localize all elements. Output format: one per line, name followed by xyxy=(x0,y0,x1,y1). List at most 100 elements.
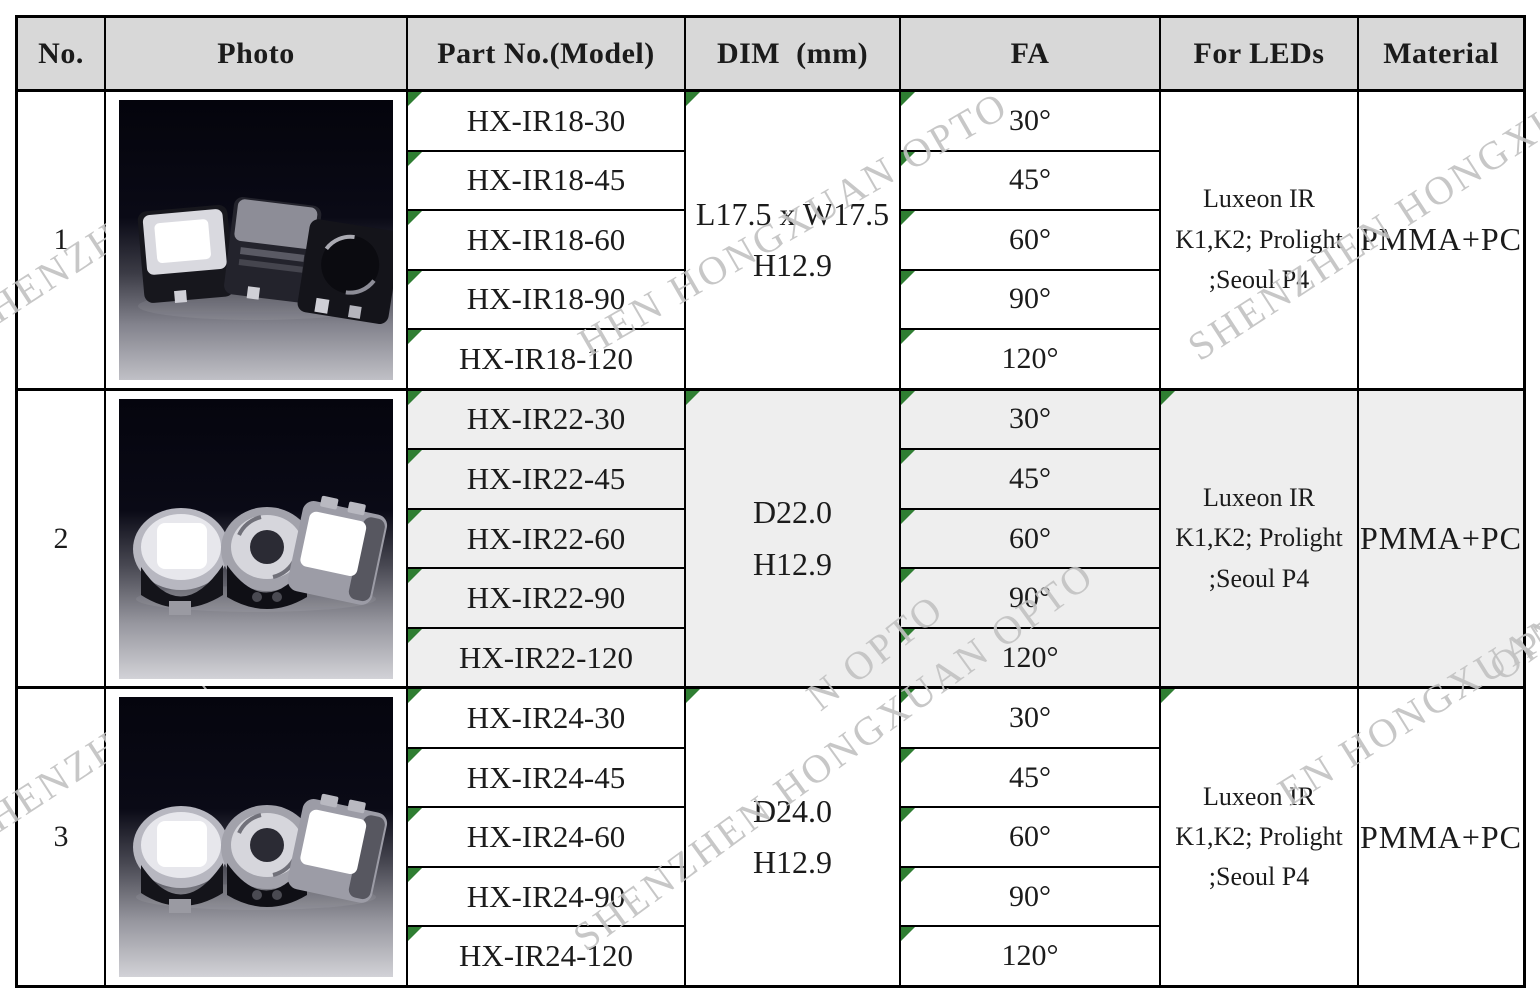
photo-cell xyxy=(106,689,406,985)
part-no-cell: HX-IR24-45 xyxy=(408,748,684,807)
fa-angle-cell: 120° xyxy=(901,628,1159,687)
leds-line: K1,K2; Prolight xyxy=(1175,224,1343,254)
part-no: HX-IR18-30 xyxy=(466,102,626,138)
part-no-cell: HX-IR18-120 xyxy=(408,330,684,388)
leds-line: ;Seoul P4 xyxy=(1208,264,1310,294)
fa-angle: 45° xyxy=(1009,760,1051,794)
part-no-cell: HX-IR18-90 xyxy=(408,270,684,329)
part-no: HX-IR22-45 xyxy=(466,460,626,496)
cell-corner-marker xyxy=(901,748,915,763)
fa-angle-cell: 120° xyxy=(901,330,1159,388)
cell-corner-marker xyxy=(408,509,422,524)
part-no-cell: HX-IR22-90 xyxy=(408,569,684,627)
dim-line: D22.0 xyxy=(752,494,833,531)
cell-corner-marker xyxy=(1161,689,1175,704)
dimensions-cell: D24.0 H12.9 xyxy=(686,689,899,985)
dim-line: H12.9 xyxy=(752,246,833,283)
table-header-row: No. Photo Part No.(Model) DIM (mm) FA Fo… xyxy=(18,18,1523,89)
fa-angle: 90° xyxy=(1009,581,1051,615)
fa-angle-cell: 45° xyxy=(901,748,1159,807)
header-no: No. xyxy=(18,18,104,89)
cell-corner-marker xyxy=(408,867,422,882)
fa-angle-cell: 30° xyxy=(901,689,1159,747)
cell-corner-marker xyxy=(901,390,915,405)
cell-corner-marker xyxy=(901,689,915,704)
cell-corner-marker xyxy=(408,390,422,405)
leds-line: Luxeon IR xyxy=(1203,781,1315,811)
cell-corner-marker xyxy=(901,330,915,345)
fa-angle-cell: 60° xyxy=(901,509,1159,568)
fa-angle: 60° xyxy=(1009,820,1051,854)
part-no: HX-IR22-90 xyxy=(466,580,626,616)
fa-angle-cell: 90° xyxy=(901,867,1159,926)
fa-angle: 120° xyxy=(1001,939,1059,973)
row-number: 2 xyxy=(18,390,104,687)
cell-corner-marker xyxy=(901,450,915,465)
fa-angle-cell: 45° xyxy=(901,450,1159,508)
fa-angle: 30° xyxy=(1009,701,1051,735)
cell-corner-marker xyxy=(408,92,422,106)
part-no: HX-IR18-90 xyxy=(466,281,626,317)
fa-angle: 30° xyxy=(1009,402,1051,436)
fa-angle-cell: 30° xyxy=(901,390,1159,449)
leds-line: ;Seoul P4 xyxy=(1208,862,1310,892)
row-number: 1 xyxy=(18,92,104,388)
leds-line: ;Seoul P4 xyxy=(1208,563,1310,593)
dimensions-cell: D22.0 H12.9 xyxy=(686,390,899,687)
fa-angle: 30° xyxy=(1009,103,1051,137)
fa-angle-cell: 60° xyxy=(901,808,1159,866)
cell-corner-marker xyxy=(408,689,422,704)
product-photo-round-lenses xyxy=(119,697,393,978)
fa-angle-cell: 90° xyxy=(901,270,1159,329)
cell-corner-marker xyxy=(901,628,915,643)
fa-angle: 120° xyxy=(1001,640,1059,674)
part-no: HX-IR24-45 xyxy=(466,759,626,795)
product-photo-square-lenses xyxy=(119,99,393,380)
part-no-cell: HX-IR24-90 xyxy=(408,867,684,926)
fa-angle-cell: 120° xyxy=(901,927,1159,985)
part-no-cell: HX-IR22-60 xyxy=(408,509,684,568)
fa-angle-cell: 30° xyxy=(901,92,1159,150)
part-no-cell: HX-IR22-45 xyxy=(408,450,684,508)
cell-corner-marker xyxy=(1161,390,1175,405)
part-no-cell: HX-IR18-45 xyxy=(408,151,684,210)
material-cell: PMMA+PC xyxy=(1359,92,1523,388)
part-no: HX-IR18-45 xyxy=(466,162,626,198)
cell-corner-marker xyxy=(901,92,915,106)
fa-angle: 45° xyxy=(1009,461,1051,495)
row-number: 3 xyxy=(18,689,104,985)
cell-corner-marker xyxy=(408,569,422,584)
part-no: HX-IR18-120 xyxy=(459,340,633,376)
cell-corner-marker xyxy=(901,509,915,524)
material: PMMA+PC xyxy=(1360,221,1522,258)
header-for-leds: For LEDs xyxy=(1161,18,1357,89)
part-no: HX-IR24-60 xyxy=(466,819,626,855)
cell-corner-marker xyxy=(901,927,915,942)
part-no: HX-IR24-120 xyxy=(459,938,633,974)
part-no-cell: HX-IR18-60 xyxy=(408,211,684,269)
photo-cell xyxy=(106,92,406,388)
table-group-1: 1 xyxy=(18,92,1523,388)
cell-corner-marker xyxy=(901,569,915,584)
fa-angle: 45° xyxy=(1009,163,1051,197)
dimensions-cell: L17.5 x W17.5 H12.9 xyxy=(686,92,899,388)
fa-angle-cell: 60° xyxy=(901,211,1159,269)
fa-angle: 60° xyxy=(1009,222,1051,256)
part-no-cell: HX-IR24-60 xyxy=(408,808,684,866)
table-group-2: 2 xyxy=(18,390,1523,687)
part-no-cell: HX-IR24-120 xyxy=(408,927,684,985)
header-dim: DIM (mm) xyxy=(686,18,899,89)
photo-cell xyxy=(106,390,406,687)
cell-corner-marker xyxy=(901,808,915,823)
cell-corner-marker xyxy=(686,92,700,106)
cell-corner-marker xyxy=(901,211,915,226)
dim-line: H12.9 xyxy=(752,545,833,582)
cell-corner-marker xyxy=(901,151,915,166)
cell-corner-marker xyxy=(408,808,422,823)
part-no: HX-IR22-30 xyxy=(466,401,626,437)
fa-angle: 60° xyxy=(1009,521,1051,555)
part-no: HX-IR22-60 xyxy=(466,520,626,556)
cell-corner-marker xyxy=(408,211,422,226)
for-leds-cell: Luxeon IR K1,K2; Prolight ;Seoul P4 xyxy=(1161,689,1357,985)
fa-angle-cell: 45° xyxy=(901,151,1159,210)
